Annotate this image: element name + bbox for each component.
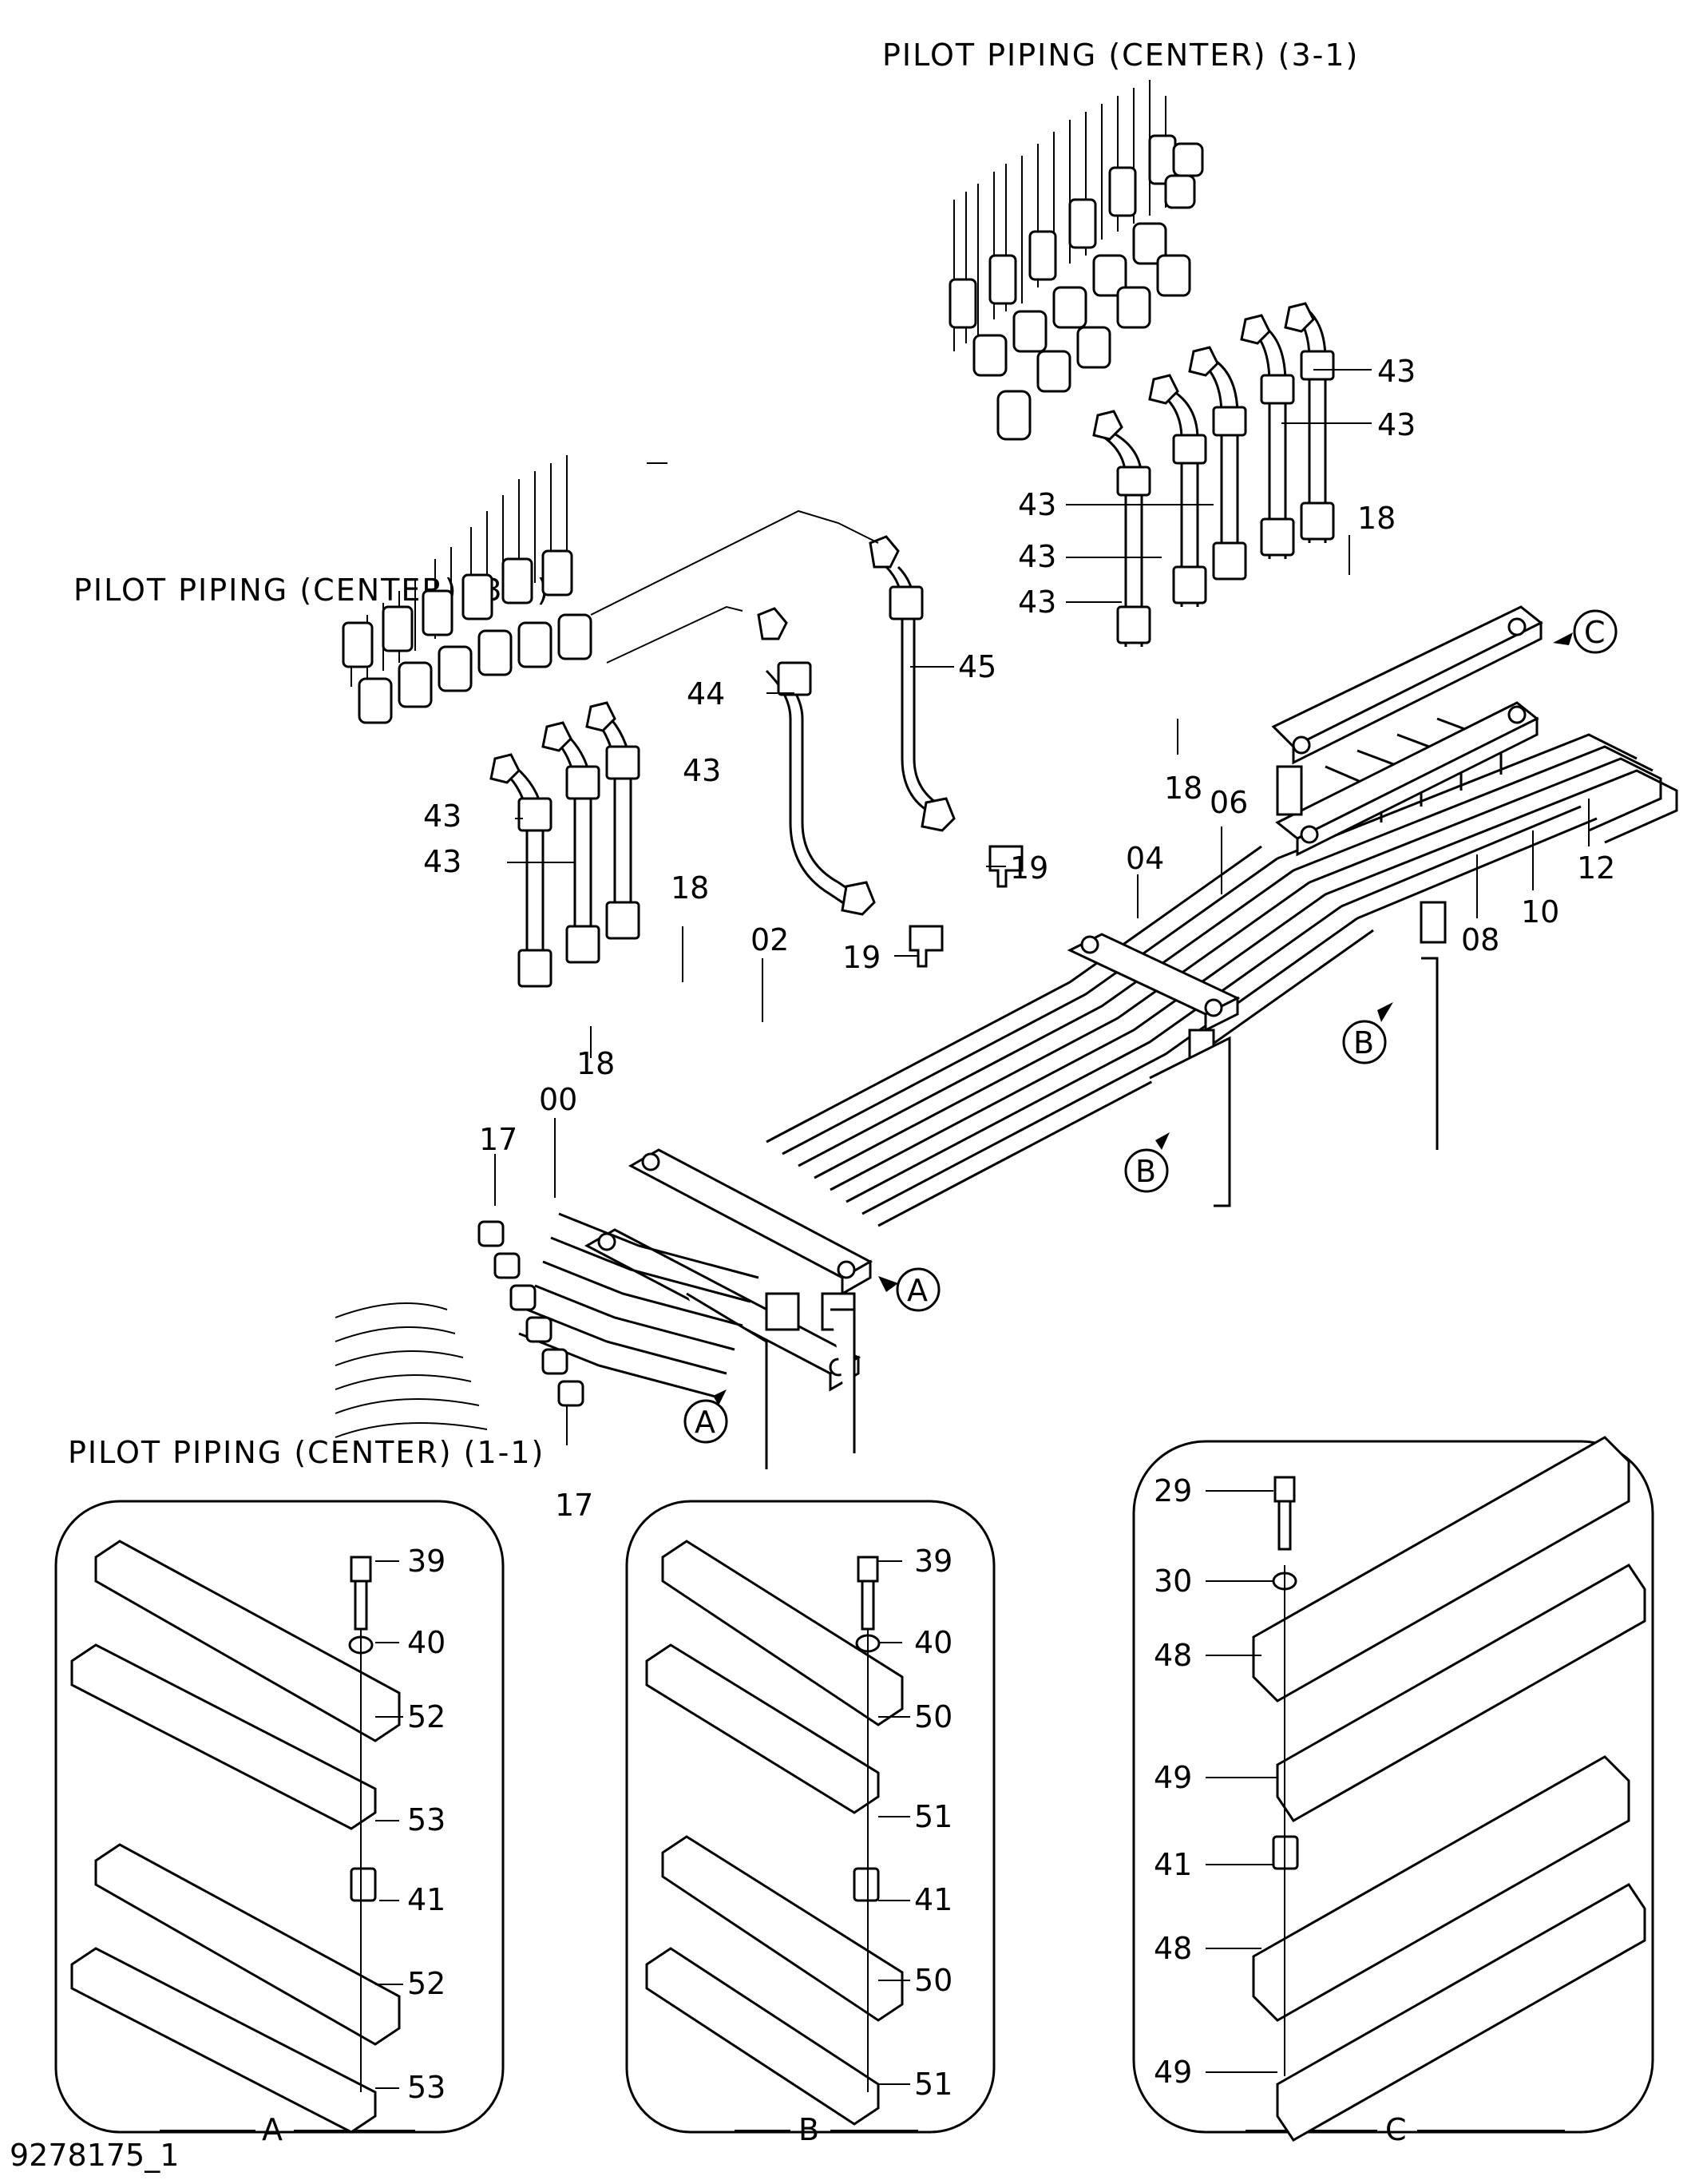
- ref-b-1: B: [1135, 1154, 1156, 1189]
- label-43-d: 43: [1018, 539, 1056, 574]
- clamp-a: [584, 1148, 873, 1469]
- label-43-a: 43: [1377, 354, 1416, 389]
- ref-a-2: A: [695, 1405, 715, 1440]
- detail-b-label-5: 41: [914, 1882, 952, 1917]
- detail-c-label-6: 48: [1154, 1931, 1192, 1966]
- ref-a-1: A: [907, 1273, 928, 1308]
- center-pipe-bundle: [335, 605, 1678, 1469]
- detail-c-label-7: 49: [1154, 2055, 1192, 2090]
- label-19-a: 19: [1010, 850, 1048, 886]
- detail-b: B 39 40 50 51 41 50 51: [625, 1500, 996, 2147]
- label-43-f: 43: [683, 753, 721, 788]
- label-10: 10: [1521, 894, 1559, 929]
- detail-a-label-6: 52: [407, 1966, 446, 2001]
- detail-c-label-4: 49: [1154, 1760, 1192, 1795]
- detail-b-label-7: 51: [914, 2067, 952, 2102]
- label-18-c: 18: [671, 870, 709, 906]
- clamp-b: [1067, 933, 1439, 1207]
- detail-c-title: C: [1385, 2112, 1407, 2147]
- clamp-c: [1271, 605, 1543, 944]
- label-19-b: 19: [842, 940, 881, 975]
- label-06: 06: [1210, 785, 1248, 820]
- label-44: 44: [687, 676, 725, 711]
- label-18-b: 18: [1164, 771, 1202, 806]
- detail-a-label-2: 40: [407, 1625, 446, 1660]
- valve-block-3-2: [342, 455, 1024, 988]
- label-45: 45: [958, 649, 996, 684]
- label-43-c: 43: [1018, 487, 1056, 522]
- detail-c-label-1: 29: [1154, 1473, 1192, 1508]
- label-12: 12: [1577, 850, 1615, 886]
- detail-c-label-3: 48: [1154, 1638, 1192, 1673]
- detail-b-title: B: [798, 2112, 819, 2147]
- label-17-a: 17: [479, 1122, 517, 1157]
- detail-b-label-2: 40: [914, 1625, 952, 1660]
- detail-a-label-7: 53: [407, 2070, 446, 2105]
- label-43-h: 43: [423, 844, 461, 879]
- detail-b-label-3: 50: [914, 1699, 952, 1734]
- label-02: 02: [751, 922, 789, 957]
- label-43-g: 43: [423, 799, 461, 834]
- detail-b-label-1: 39: [914, 1544, 952, 1579]
- drawing-number: 9278175_1: [10, 2138, 179, 2173]
- label-43-b: 43: [1377, 407, 1416, 442]
- ref-b-2: B: [1353, 1025, 1374, 1060]
- label-43-e: 43: [1018, 585, 1056, 620]
- label-04: 04: [1126, 841, 1164, 876]
- title-center-1-1: PILOT PIPING (CENTER) (1-1): [68, 1435, 545, 1470]
- label-00: 00: [539, 1082, 577, 1117]
- detail-a-label-1: 39: [407, 1544, 446, 1579]
- detail-c-label-2: 30: [1154, 1564, 1192, 1599]
- label-08: 08: [1461, 922, 1499, 957]
- main-callouts: 43 43 43 43 43 43 43 43 44 45 18 18 18 1…: [423, 354, 1615, 1523]
- detail-a: A 39 40 52 53 41 52 53: [54, 1500, 505, 2147]
- label-17-b: 17: [555, 1488, 593, 1523]
- detail-c-label-5: 41: [1154, 1847, 1192, 1882]
- detail-b-label-6: 50: [914, 1963, 952, 1998]
- title-center-3-1: PILOT PIPING (CENTER) (3-1): [882, 38, 1359, 73]
- detail-a-label-5: 41: [407, 1882, 446, 1917]
- detail-a-label-4: 53: [407, 1802, 446, 1837]
- detail-b-label-4: 51: [914, 1799, 952, 1834]
- detail-a-label-3: 52: [407, 1699, 446, 1734]
- label-18-d: 18: [576, 1046, 615, 1081]
- detail-a-title: A: [262, 2112, 283, 2147]
- ref-c: C: [1584, 615, 1606, 650]
- label-18-a: 18: [1357, 501, 1396, 536]
- detail-c: C 29 30 48 49 41 48 49: [1132, 1436, 1654, 2147]
- valve-block-3-1: [949, 80, 1335, 647]
